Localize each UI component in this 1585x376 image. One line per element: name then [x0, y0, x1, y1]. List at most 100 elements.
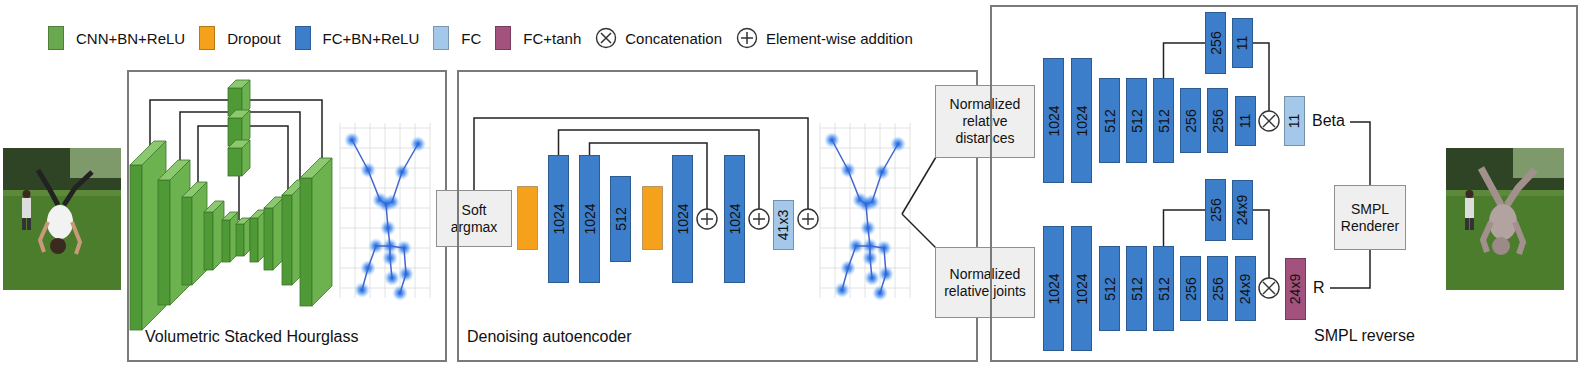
concatenation-symbol	[1259, 111, 1279, 298]
panel-title: Volumetric Stacked Hourglass	[145, 328, 358, 346]
layer-size: 1024	[1074, 105, 1090, 136]
layer-block: 512	[1153, 246, 1174, 331]
layer-block: 24x9	[1232, 180, 1253, 240]
layer-block: 512	[1099, 78, 1120, 163]
panel-title: Denoising autoencoder	[467, 328, 632, 346]
skip-lines	[474, 43, 1370, 288]
layer-size: 1024	[1046, 105, 1062, 136]
legend-text: FC+tanh	[523, 30, 581, 47]
output-label-holder: R	[1313, 279, 1325, 297]
layer-size: 1024	[675, 203, 691, 234]
legend-text: FC+BN+ReLU	[323, 30, 420, 47]
output-label: R	[1313, 279, 1325, 296]
pose-heatmap	[340, 123, 430, 301]
legend-text: Concatenation	[625, 30, 722, 47]
layer-block: 1024	[1071, 58, 1092, 183]
layer-block: 256	[1207, 88, 1228, 153]
legend-item: Concatenation	[595, 27, 722, 49]
layer-size: 256	[1208, 31, 1224, 54]
legend-text: CNN+BN+ReLU	[76, 30, 185, 47]
legend-swatch	[199, 26, 215, 50]
pose-heatmap	[820, 123, 910, 301]
connector	[1164, 43, 1206, 78]
layer-size: 11	[1237, 114, 1253, 129]
layer-size: 41x3	[776, 210, 792, 240]
layer-size: 512	[1102, 277, 1118, 300]
layer-block: 512	[1126, 78, 1147, 163]
layer-block: 1024	[1043, 226, 1064, 351]
layer-size: 1024	[1074, 273, 1090, 304]
layer-size: 11	[1286, 114, 1302, 129]
layer-size: 11	[1234, 36, 1250, 51]
layer-size: 512	[1129, 277, 1145, 300]
layer-block: 41x3	[773, 200, 794, 250]
layer-block: 24x9	[1285, 258, 1306, 320]
process-box: Normalized relative joints	[935, 247, 1035, 318]
layer-block: 512	[1126, 246, 1147, 331]
layer-size: 1024	[582, 203, 598, 234]
layer-size: 512	[1156, 277, 1172, 300]
connector	[1164, 210, 1206, 246]
output-label: Beta	[1312, 112, 1345, 129]
output-label-holder: Beta	[1312, 112, 1345, 130]
legend-swatch	[495, 26, 511, 50]
layer-size: 24x9	[1288, 274, 1304, 304]
panel-title: SMPL reverse	[1314, 327, 1415, 345]
hourglass-network	[130, 80, 332, 330]
layer-block: 1024	[1071, 226, 1092, 351]
legend-item: FC	[433, 26, 481, 50]
layer-block: 256	[1207, 256, 1228, 321]
layer-size: 512	[613, 207, 629, 230]
layer-block: 24x9	[1235, 256, 1256, 321]
input-photo	[3, 148, 121, 290]
layer-size: 256	[1183, 277, 1199, 300]
legend-symbol	[595, 27, 617, 49]
layer-block: 512	[1099, 246, 1120, 331]
legend-swatch	[433, 26, 449, 50]
layer-size: 512	[1129, 109, 1145, 132]
legend-text: Dropout	[227, 30, 280, 47]
module-panel: SMPL reverse 256 11 1024 1024 512 512 512 256 256…	[990, 5, 1578, 362]
process-box: SMPL Renderer	[1334, 185, 1406, 250]
layer-size: 256	[1208, 198, 1224, 221]
layer-block: 11	[1232, 18, 1253, 68]
legend-text: Element-wise addition	[766, 30, 913, 47]
legend-item: Element-wise addition	[736, 27, 913, 49]
layer-size: 512	[1156, 109, 1172, 132]
box-label: Normalized relative joints	[940, 266, 1030, 300]
legend-swatch	[48, 26, 64, 50]
layer-block: 11	[1235, 96, 1256, 146]
layer-block: 1024	[672, 155, 693, 283]
layer-size: 256	[1183, 109, 1199, 132]
layer-block: 11	[1284, 96, 1305, 146]
legend-text: FC	[461, 30, 481, 47]
process-box: Normalized relative distances	[935, 85, 1035, 158]
layer-size: 512	[1102, 109, 1118, 132]
layer-size: 256	[1210, 277, 1226, 300]
layer-block: 1024	[548, 155, 569, 283]
legend-symbol	[736, 27, 758, 49]
layer-size: 24x9	[1238, 273, 1254, 303]
layer-size: 1024	[1046, 273, 1062, 304]
layer-block: 512	[1153, 78, 1174, 163]
layer-size: 24x9	[1235, 195, 1251, 225]
layer-size: 256	[1210, 109, 1226, 132]
layer-block: 256	[1205, 12, 1226, 74]
legend: CNN+BN+ReLU Dropout FC+BN+ReLU FC FC+tanh Con…	[48, 25, 927, 51]
output-photo	[1446, 148, 1564, 290]
legend-item: CNN+BN+ReLU	[48, 26, 185, 50]
layer-size: 1024	[727, 203, 743, 234]
module-panel: Denoising autoencoder 1024 1024 512 1024 1024…	[457, 70, 978, 362]
layer-block: 1024	[724, 155, 745, 283]
module-panel: Volumetric Stacked Hourglass	[127, 70, 447, 362]
box-label: SMPL Renderer	[1339, 201, 1401, 235]
legend-item: Dropout	[199, 26, 280, 50]
process-box: Soft argmax	[436, 190, 512, 247]
layer-block: 1024	[1043, 58, 1064, 183]
layer-block: 256	[1205, 179, 1226, 241]
legend-item: FC+tanh	[495, 26, 581, 50]
layer-block: 256	[1180, 88, 1201, 153]
layer-block: 1024	[579, 155, 600, 283]
legend-swatch	[295, 26, 311, 50]
layer-block: 256	[1180, 256, 1201, 321]
